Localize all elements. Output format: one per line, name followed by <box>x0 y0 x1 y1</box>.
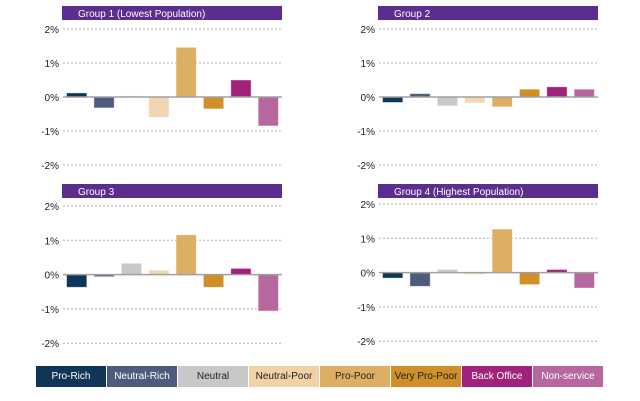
panel-1-ytick-label: -1% <box>41 127 59 138</box>
legend-item-back-office: Back Office <box>462 366 533 387</box>
panel-2-bar-neutral <box>436 96 458 107</box>
panel-4-ytick-label: 2% <box>361 200 376 211</box>
panel-3-bar-back-office <box>230 268 252 275</box>
panel-4-ytick-label: -2% <box>357 337 375 348</box>
legend-label: Very Pro-Poor <box>394 371 458 382</box>
legend-label: Neutral-Poor <box>255 371 313 382</box>
panel-2-bar-very-pro-poor <box>519 88 541 98</box>
panel-3-ytick-label: -1% <box>41 305 59 316</box>
panel-2-ytick-label: 1% <box>361 59 376 70</box>
panel-2-ytick-label: 2% <box>361 25 376 36</box>
legend-label: Back Office <box>471 371 523 382</box>
panel-3-title: Group 3 <box>78 187 115 198</box>
panel-1-ytick-label: 1% <box>45 59 60 70</box>
panel-4-bar-neutral-rich <box>409 272 431 287</box>
panel-1-bar-neutral-poor <box>148 96 170 118</box>
panel-2-ytick-label: 0% <box>361 93 376 104</box>
legend: Pro-Rich Neutral-Rich Neutral Neutral-Po… <box>36 366 603 387</box>
panel-4-header <box>378 184 598 198</box>
panel-3-bar-pro-rich <box>66 274 88 288</box>
panel-2-ytick-label: -2% <box>357 161 375 172</box>
legend-item-pro-rich: Pro-Rich <box>36 366 107 387</box>
legend-label: Neutral <box>196 371 230 382</box>
panel-4-bar-non-service <box>573 272 595 289</box>
panel-3-bar-neutral <box>120 262 142 276</box>
panel-4-ytick-label: 0% <box>361 269 376 280</box>
panel-3-ytick-label: -2% <box>41 339 59 350</box>
panel-3-ytick-label: 2% <box>45 202 60 213</box>
panel-4-bar-pro-poor <box>491 228 513 274</box>
panel-1-bar-neutral-rich <box>93 96 115 109</box>
panel-4-bar-very-pro-poor <box>519 272 541 286</box>
panel-1-ytick-label: 2% <box>45 25 60 36</box>
panel-4-title: Group 4 (Highest Population) <box>394 187 524 198</box>
panel-2-bar-non-service <box>573 88 595 98</box>
panel-2-bar-neutral-poor <box>464 96 486 104</box>
legend-item-very-pro-poor: Very Pro-Poor <box>391 366 462 387</box>
panel-3-bar-pro-poor <box>175 234 197 275</box>
legend-item-neutral: Neutral <box>178 366 249 387</box>
panel-3-bar-non-service <box>257 274 279 312</box>
legend-label: Pro-Poor <box>334 371 375 382</box>
panel-3-ytick-label: 0% <box>45 271 60 282</box>
panel-2-title: Group 2 <box>394 9 431 20</box>
legend-item-neutral-poor: Neutral-Poor <box>249 366 320 387</box>
panel-4-ytick-label: 1% <box>361 234 376 245</box>
panel-1-header <box>62 6 282 20</box>
legend-item-neutral-rich: Neutral-Rich <box>107 366 178 387</box>
panel-3-header <box>62 184 282 198</box>
panel-1-ytick-label: 0% <box>45 93 60 104</box>
panel-2-header <box>378 6 598 20</box>
panel-2-bar-back-office <box>546 86 568 98</box>
legend-item-non-service: Non-service <box>533 366 603 387</box>
panel-1-bar-pro-poor <box>175 46 197 98</box>
panel-3-bar-very-pro-poor <box>203 274 225 288</box>
panel-4-bar-pro-rich <box>382 272 404 279</box>
panel-1-bar-non-service <box>257 96 279 127</box>
panel-1-ytick-label: -2% <box>41 161 59 172</box>
legend-label: Non-service <box>541 371 595 382</box>
legend-item-pro-poor: Pro-Poor <box>320 366 391 387</box>
panel-4-ytick-label: -1% <box>357 303 375 314</box>
panel-1-bar-back-office <box>230 79 252 98</box>
panel-1-bar-very-pro-poor <box>203 96 225 110</box>
panel-1-title: Group 1 (Lowest Population) <box>78 9 205 20</box>
panel-2-ytick-label: -1% <box>357 127 375 138</box>
legend-label: Neutral-Rich <box>114 371 170 382</box>
panel-2-bar-pro-rich <box>382 96 404 103</box>
panel-2-bar-pro-poor <box>491 96 513 108</box>
legend-label: Pro-Rich <box>51 371 91 382</box>
panel-3-ytick-label: 1% <box>45 236 60 247</box>
